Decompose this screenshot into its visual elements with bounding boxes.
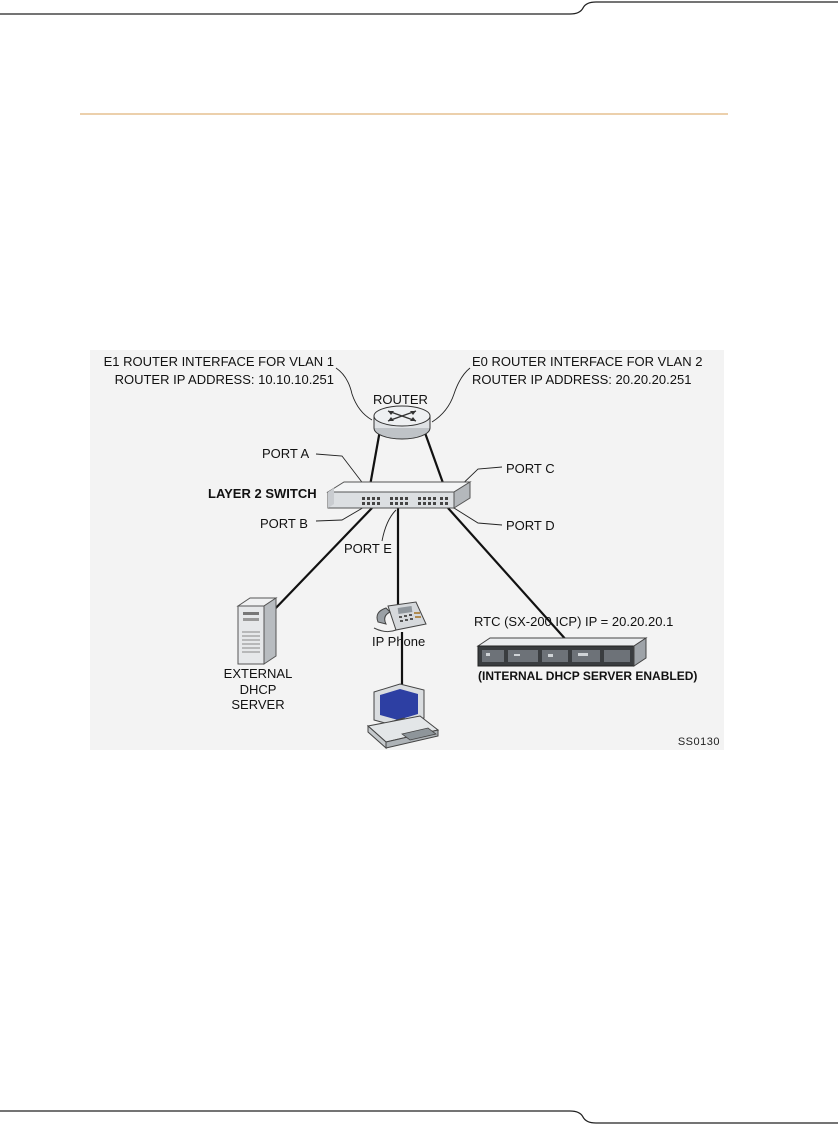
- leader-left-interface: [335, 367, 373, 421]
- port-e-label: PORT E: [344, 541, 392, 556]
- layer-2-switch-label: LAYER 2 SWITCH: [208, 486, 317, 501]
- layer-2-switch-icon: [326, 481, 472, 509]
- leader-port-b: [315, 505, 367, 522]
- port-a-label: PORT A: [262, 446, 310, 461]
- ip-phone-label: IP Phone: [372, 634, 426, 649]
- left-interface-label-line2: ROUTER IP ADDRESS: 10.10.10.251: [114, 372, 334, 387]
- port-d-to-rtc-link: [447, 507, 569, 643]
- dhcp-server-label-line2: DHCP: [239, 682, 277, 697]
- right-interface-label-line1: E0 ROUTER INTERFACE FOR VLAN 2: [472, 354, 703, 369]
- port-b-label: PORT B: [260, 516, 308, 531]
- port-b-to-dhcp-server-link: [271, 507, 373, 613]
- ip-phone-icon: [373, 601, 427, 633]
- dhcp-server-label-line1: EXTERNAL: [223, 666, 293, 681]
- dhcp-server-icon: [236, 597, 278, 665]
- diagram-graphics: [236, 367, 648, 750]
- computer-icon: [366, 683, 440, 750]
- left-interface-label-line1: E1 ROUTER INTERFACE FOR VLAN 1: [103, 354, 334, 369]
- router-label: ROUTER: [373, 392, 428, 407]
- leader-port-e: [381, 509, 397, 542]
- leader-right-interface: [431, 367, 471, 423]
- bottom-rule: [0, 1110, 838, 1124]
- rtc-label: RTC (SX-200 ICP) IP = 20.20.20.1: [474, 614, 674, 629]
- leader-port-d: [453, 507, 503, 526]
- leader-port-a: [315, 453, 372, 495]
- network-diagram: E1 ROUTER INTERFACE FOR VLAN 1 ROUTER IP…: [90, 350, 724, 750]
- port-d-label: PORT D: [506, 518, 555, 533]
- rtc-icp-icon: [476, 637, 648, 667]
- figure-id: SS0130: [677, 736, 720, 748]
- top-rule: [0, 1, 838, 15]
- dhcp-server-label-line3: SERVER: [231, 697, 285, 712]
- port-c-label: PORT C: [506, 461, 555, 476]
- right-interface-label-line2: ROUTER IP ADDRESS: 20.20.20.251: [472, 372, 692, 387]
- router-icon: [373, 405, 431, 440]
- internal-dhcp-label: (INTERNAL DHCP SERVER ENABLED): [478, 669, 698, 683]
